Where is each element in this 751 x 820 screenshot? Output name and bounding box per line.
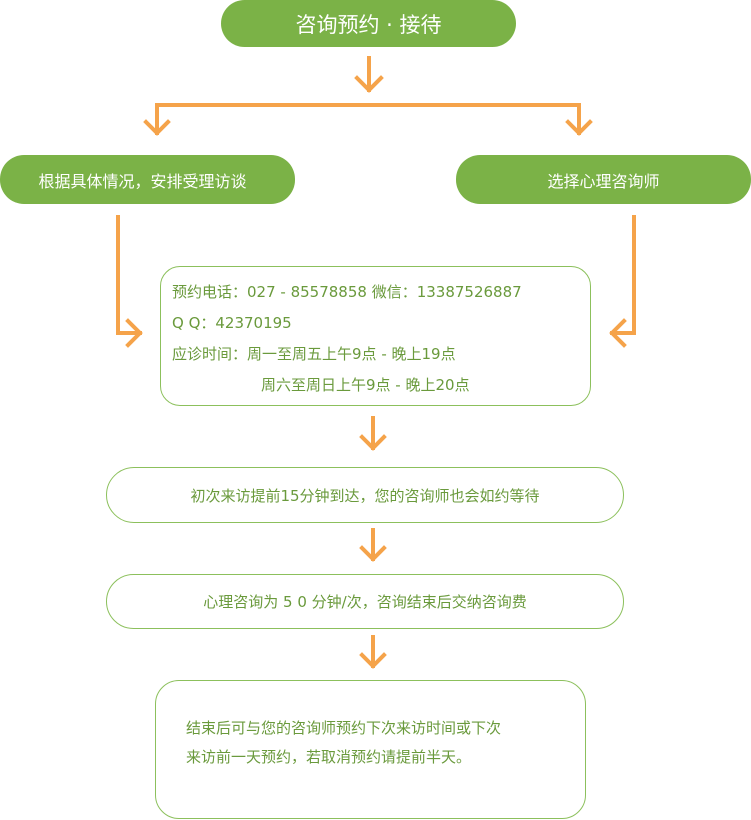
next-appointment-box: 结束后可与您的咨询师预约下次来访时间或下次 来访前一天预约，若取消预约请提前半天… (155, 680, 586, 819)
arrow-left-to-contact (116, 215, 143, 348)
arrow-down-1 (359, 416, 387, 451)
arrow-split (143, 103, 593, 136)
session-step-box: 心理咨询为 5 0 分钟/次，咨询结束后交纳咨询费 (106, 574, 624, 629)
arrival-step-box: 初次来访提前15分钟到达，您的咨询师也会如约等待 (106, 467, 624, 523)
choose-counselor-label: 选择心理咨询师 (547, 171, 660, 191)
contact-info-box: 预约电话：027 - 85578858 微信：13387526887 Q Q：4… (160, 266, 591, 406)
arrow-down-2 (359, 528, 387, 562)
choose-counselor-pill: 选择心理咨询师 (456, 155, 751, 204)
consult-appointment-title: 咨询预约 · 接待 (295, 12, 442, 37)
consult-appointment-pill: 咨询预约 · 接待 (221, 0, 516, 47)
qq-line: Q Q：42370195 (172, 314, 292, 332)
session-step-text: 心理咨询为 5 0 分钟/次，咨询结束后交纳咨询费 (203, 593, 527, 611)
arrow-down-top (354, 56, 384, 93)
phone-wechat-line: 预约电话：027 - 85578858 微信：13387526887 (172, 283, 522, 301)
hours-line-weekday: 应诊时间：周一至周五上午9点 - 晚上19点 (172, 345, 456, 363)
hours-line-weekend: 周六至周日上午9点 - 晚上20点 (261, 376, 470, 394)
arrow-down-3 (359, 635, 387, 669)
arrange-interview-label: 根据具体情况，安排受理访谈 (38, 171, 247, 191)
arrow-right-to-contact (609, 215, 636, 348)
arrange-interview-pill: 根据具体情况，安排受理访谈 (0, 155, 295, 204)
next-appointment-line2: 来访前一天预约，若取消预约请提前半天。 (186, 748, 472, 766)
next-appointment-line1: 结束后可与您的咨询师预约下次来访时间或下次 (186, 719, 502, 737)
arrival-step-text: 初次来访提前15分钟到达，您的咨询师也会如约等待 (190, 486, 540, 505)
